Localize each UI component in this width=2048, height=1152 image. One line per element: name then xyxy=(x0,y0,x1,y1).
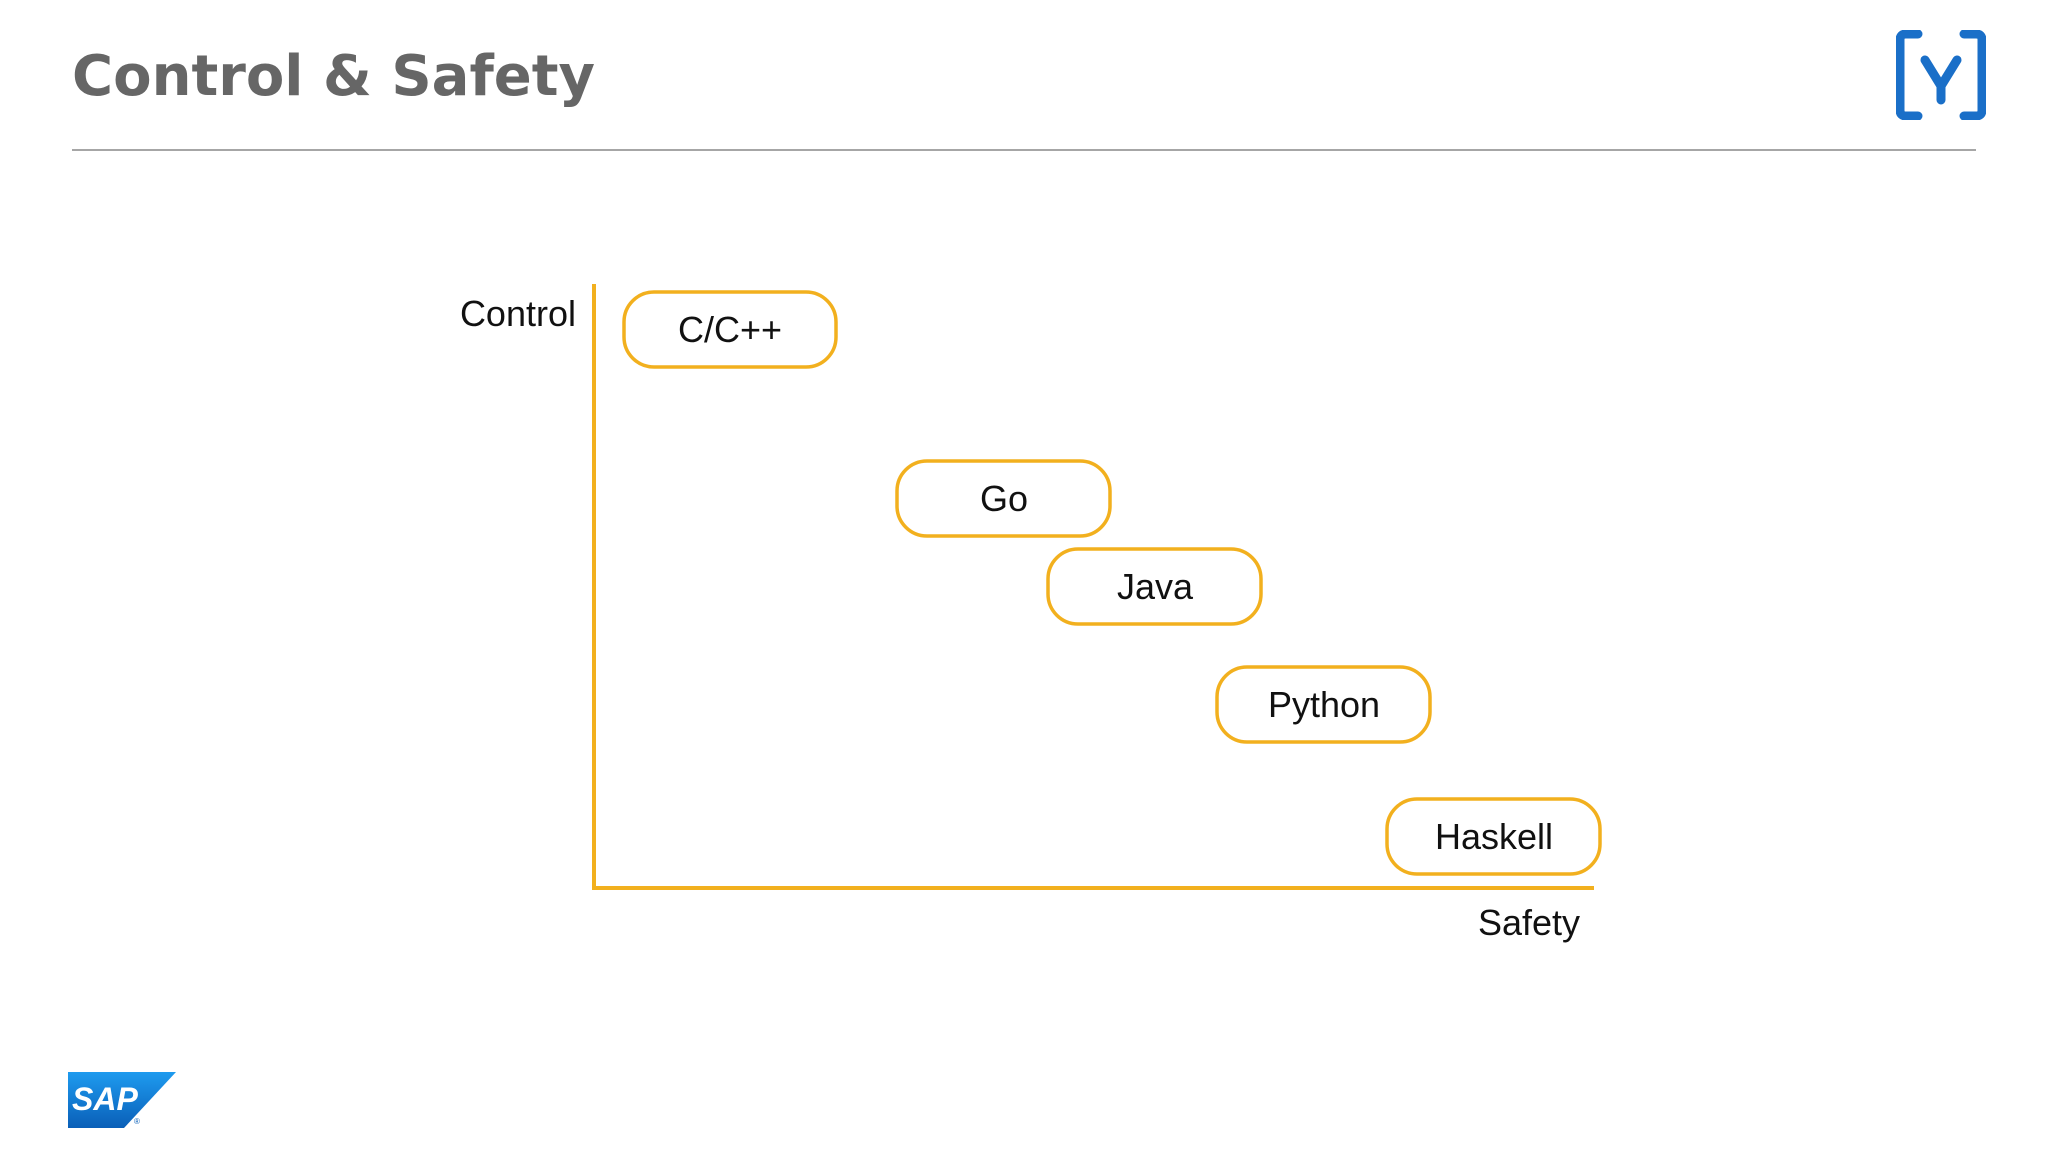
x-axis-label: Safety xyxy=(1478,902,1580,943)
sap-logo-icon: SAP ® xyxy=(68,1072,176,1128)
bracket-logo-icon xyxy=(1896,30,1986,120)
node-label: C/C++ xyxy=(678,309,782,350)
svg-text:SAP: SAP xyxy=(72,1081,138,1117)
node-cpp: C/C++ xyxy=(622,290,838,369)
node-python: Python xyxy=(1215,665,1432,744)
node-label: Java xyxy=(1117,566,1194,607)
node-label: Haskell xyxy=(1435,816,1553,857)
slide-title: Control & Safety xyxy=(72,44,596,109)
node-label: Python xyxy=(1268,684,1380,725)
node-label: Go xyxy=(980,478,1028,519)
y-axis-label: Control xyxy=(460,293,576,334)
title-divider xyxy=(72,149,1976,151)
node-java: Java xyxy=(1046,547,1263,626)
node-go: Go xyxy=(895,459,1112,538)
node-haskell: Haskell xyxy=(1385,797,1602,876)
svg-text:®: ® xyxy=(134,1117,140,1126)
